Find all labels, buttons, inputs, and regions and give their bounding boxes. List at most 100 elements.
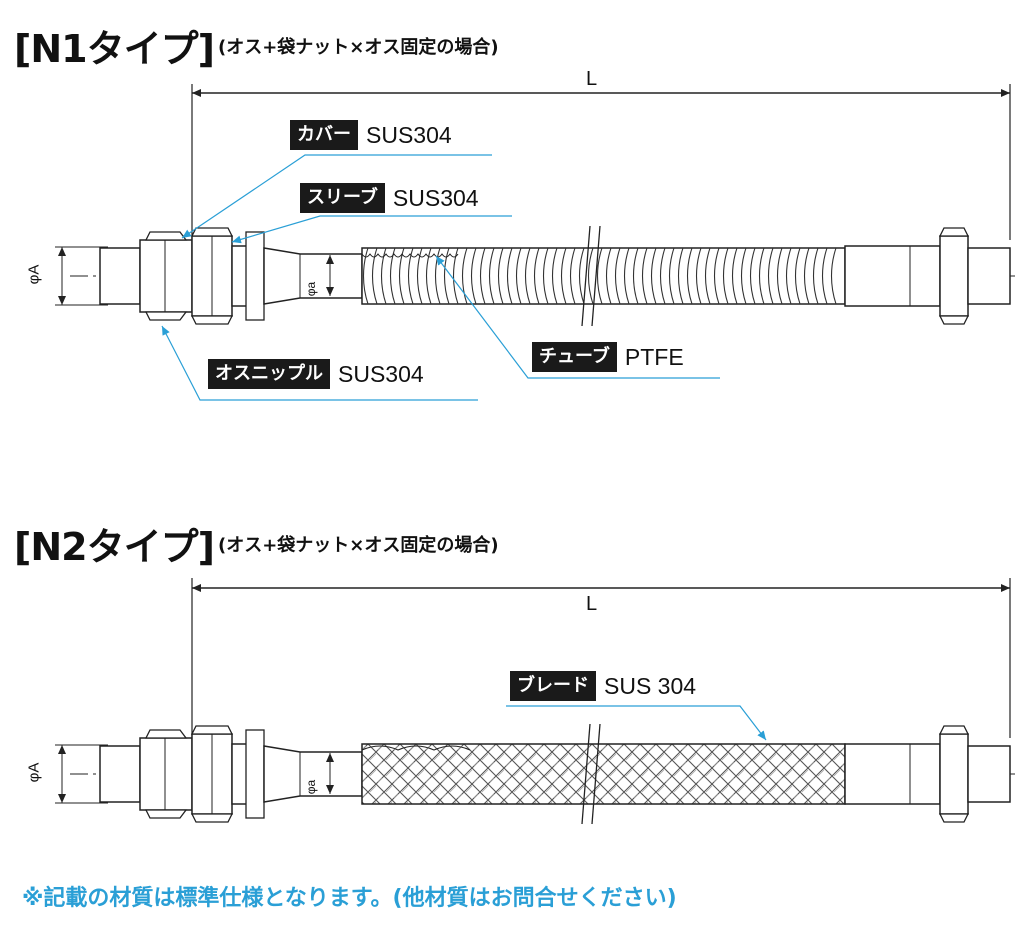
braid-material: SUS 304	[604, 672, 697, 699]
n1-tube-ridge	[380, 247, 387, 305]
n1-sleeve-label: スリーブ SUS304	[300, 183, 479, 213]
n1-right-hex	[939, 235, 969, 317]
n2-braid-label: ブレード SUS 304	[510, 671, 696, 701]
n1-title: [N1タイプ](オス+袋ナット×オス固定の場合)	[14, 18, 499, 73]
n1-tube-leader	[435, 255, 720, 379]
n1-tube-ridge	[461, 247, 468, 305]
n2-title: [N2タイプ](オス+袋ナット×オス固定の場合)	[14, 516, 499, 571]
n1-tube-ridge	[740, 247, 747, 305]
n1-tube-ridge	[668, 247, 675, 305]
n1-tube-ridge	[677, 247, 684, 305]
n1-tube-ridge	[506, 247, 513, 305]
n1-title-sub: (オス+袋ナット×オス固定の場合)	[217, 36, 499, 58]
n1-break-mark-2	[591, 225, 601, 327]
n1-tube-ridge	[830, 247, 837, 305]
n1-tube-ridge	[794, 247, 801, 305]
n2-title-sub: (オス+袋ナット×オス固定の場合)	[217, 534, 499, 556]
n1-tube-ridge	[749, 247, 756, 305]
n1-tube-ridge	[758, 247, 765, 305]
cover-material: SUS304	[366, 121, 452, 148]
n1-tube-ridge	[479, 247, 486, 305]
n1-tube-ridge	[569, 247, 576, 305]
n1-title-main: [N1タイプ]	[14, 27, 215, 71]
n2-left-thread	[99, 745, 141, 803]
n2-phia-label: φa	[304, 779, 319, 795]
n1-tube-ridge	[821, 247, 828, 305]
n1-tube-inner-wave	[361, 253, 459, 258]
n1-cover-label: カバー SUS304	[290, 120, 452, 150]
n1-tube-ridge	[515, 247, 522, 305]
n1-tube-ridge	[425, 247, 432, 305]
n1-tube-ridge	[596, 247, 603, 305]
sleeve-tag: スリーブ	[300, 183, 385, 213]
n1-male-nipple-label: オスニップル SUS304	[208, 359, 424, 389]
cover-tag: カバー	[290, 120, 358, 150]
n1-phia-label: φa	[304, 281, 319, 297]
n1-tube-ridge	[650, 247, 657, 305]
n1-right-ferrule	[844, 245, 941, 307]
n1-left-thread	[99, 247, 141, 305]
n1-tube-ridge	[659, 247, 666, 305]
n1-tube-ridge	[785, 247, 792, 305]
n1-tube-ridge	[389, 247, 396, 305]
n1-tube-ridge	[803, 247, 810, 305]
n2-right-hex	[939, 733, 969, 815]
sleeve-material: SUS304	[392, 184, 479, 211]
n1-tube-ridge	[551, 247, 558, 305]
n2-assembly-drawing	[55, 578, 1015, 825]
n1-tube-ridge	[371, 247, 378, 305]
n2-break-mark-1	[581, 723, 591, 825]
n1-tube-ridge	[434, 247, 441, 305]
n1-tube-ridge	[578, 247, 585, 305]
n2-right-thread	[967, 745, 1011, 803]
n2-title-main: [N2タイプ]	[14, 525, 215, 569]
n1-tube-ridge	[398, 247, 405, 305]
n1-tube-ridge	[560, 247, 567, 305]
n2-length-label: L	[586, 593, 598, 615]
male-nipple-material: SUS304	[338, 360, 424, 387]
n1-tube-ridge	[623, 247, 630, 305]
n1-left-hex-nut	[139, 239, 193, 313]
n1-right-thread	[967, 247, 1011, 305]
tube-material: PTFE	[624, 343, 684, 370]
n1-tube-ridge	[632, 247, 639, 305]
n1-tube-ridge	[812, 247, 819, 305]
n1-tube-ridge	[407, 247, 414, 305]
n1-tube-ridge	[587, 247, 594, 305]
n1-tube-ridge	[452, 247, 459, 305]
braid-tag: ブレード	[510, 671, 596, 701]
n1-break-mark-1	[581, 225, 591, 327]
n1-tube-ridge	[776, 247, 783, 305]
n1-tube-ridge	[533, 247, 540, 305]
n2-phiA-label: φA	[25, 762, 43, 783]
n1-tube-outline	[361, 247, 846, 305]
n1-tube-ridge	[470, 247, 477, 305]
n1-cover-leader	[181, 154, 492, 239]
n1-tube-ridge	[416, 247, 423, 305]
n2-left-hex-nut	[139, 737, 193, 811]
n1-corrugated-tube	[361, 247, 846, 305]
n1-tube-ridge	[542, 247, 549, 305]
material-note: ※記載の材質は標準仕様となります。(他材質はお問合せください)	[22, 886, 677, 911]
n1-tube-ridge	[704, 247, 711, 305]
n1-length-label: L	[586, 68, 598, 90]
n2-braid-leader	[506, 705, 767, 741]
n1-assembly-drawing	[55, 84, 1015, 401]
n1-sleeve-leader	[231, 215, 512, 244]
n1-tube-ridge	[488, 247, 495, 305]
n1-tube-label: チューブ PTFE	[532, 342, 684, 372]
n1-tube-ridge	[722, 247, 729, 305]
n1-tube-ridge	[731, 247, 738, 305]
tube-tag: チューブ	[532, 342, 617, 372]
n1-tube-ridge	[767, 247, 774, 305]
n1-nipple-leader	[161, 325, 478, 401]
n1-phiA-label: φA	[25, 264, 43, 285]
n1-tube-ridge	[713, 247, 720, 305]
n1-tube-ridge	[614, 247, 621, 305]
n1-tube-ridge	[362, 247, 369, 305]
n1-tube-ridge	[524, 247, 531, 305]
n1-tube-ridge	[641, 247, 648, 305]
n2-braided-hose	[361, 743, 846, 805]
